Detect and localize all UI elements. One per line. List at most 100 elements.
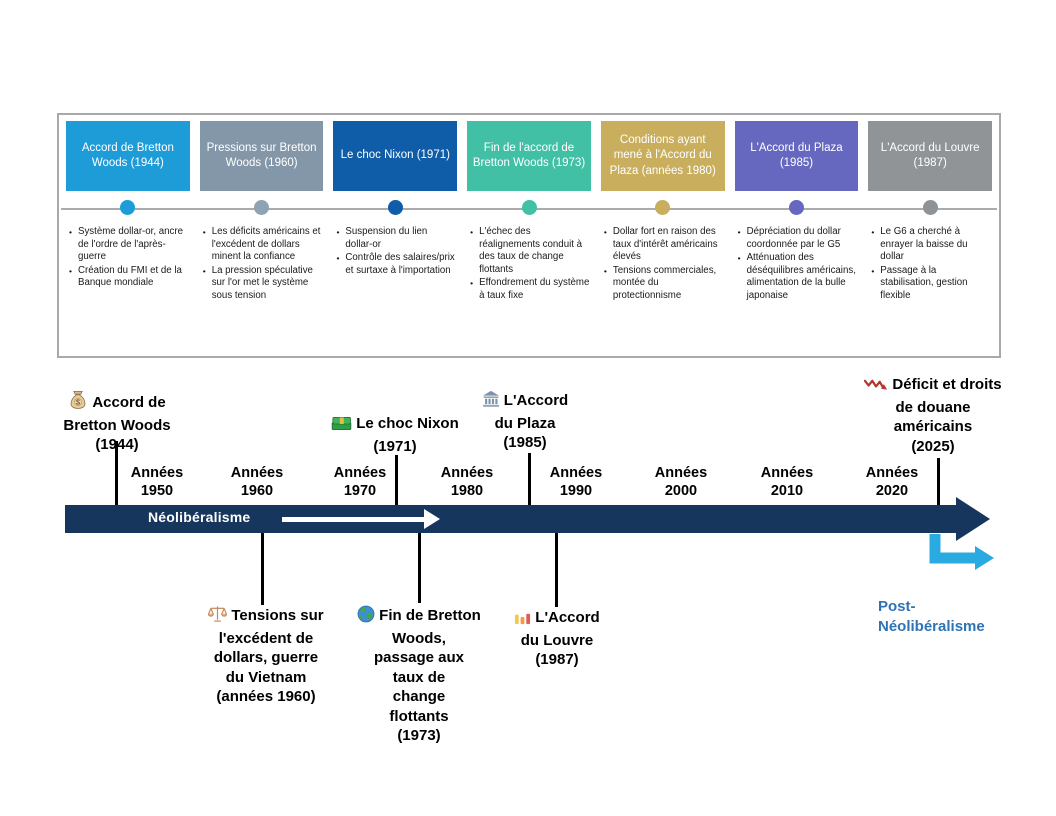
bullet-item: • Passage à la stabilisation, gestion fle… [871,265,991,303]
bullet-item: • Dollar fort en raison des taux d'intérê… [604,226,724,264]
milestone-dot [788,200,804,215]
event-below-accord-louvre-1987: L'Accord du Louvre (1987) [467,608,647,670]
decade-label-1970: Années 1970 [333,465,387,499]
bullet-marker: • [737,227,741,237]
decade-label-1960: Années 1960 [230,465,284,499]
column-header: Conditions ayant mené à l'Accord du Plaz… [600,121,725,191]
tick-1985 [528,453,531,505]
post-era-label: Post- Néolibéralisme [878,598,985,635]
bullet-marker: • [202,265,206,276]
decade-label-1980: Années 1980 [440,465,494,499]
bullet-marker: • [470,278,474,289]
event-label: Le choc Nixon (1971) [356,415,459,455]
event-label: L'Accord du Louvre (1987) [520,609,600,668]
event-above-bretton-woods-1944: $Accord de Bretton Woods (1944) [27,390,207,455]
svg-text:$: $ [76,398,81,407]
bullet-text: Dollar fort en raison des taux d'intérêt… [612,226,718,263]
tick-1987 [555,533,558,607]
decade-label-1990: Années 1990 [549,465,603,499]
neoliberalisme-era-bar [65,505,958,533]
bullet-marker: • [336,253,340,264]
tick-1971 [395,455,398,505]
bullet-marker: • [69,265,72,276]
bullet-marker: • [871,265,875,276]
bullet-text: Tensions commerciales, montée du protect… [612,264,717,302]
bullet-item: • La pression spéculative sur l'or met le… [203,265,323,303]
bullet-item: • Contrôle des salaires/prix et surtaxe à… [336,252,456,277]
bullet-marker: • [470,227,474,237]
bullet-text: Atténuation des déséquilibres américains… [746,252,856,302]
bullet-marker: • [737,253,741,264]
milestone-dot [387,200,403,215]
event-label: Tensions sur l'excédent de dollars, guer… [213,607,324,705]
bullet-text: Système dollar-or, ancre de l'ordre de l… [77,226,183,263]
era-label: Néolibéralisme [148,509,251,525]
bullet-item: • Dépréciation du dollar coordonnée par l… [738,226,858,251]
column-header: L'Accord du Plaza (1985) [734,121,859,191]
money-bag-icon: $ [68,390,88,416]
event-label: L'Accord du Plaza (1985) [494,392,569,451]
scales-icon [208,605,228,629]
milestone-dot [655,200,671,215]
event-below-tensions-1960s: Tensions sur l'excédent de dollars, guer… [176,605,356,707]
milestone-dot [120,200,136,215]
globe-icon [357,605,375,629]
red-zigzag-icon [864,378,888,398]
bullet-marker: • [603,265,607,276]
bullet-item: • Création du FMI et de la Banque mondial… [69,265,189,290]
bullet-item: • Effondrement du système à taux fixe [470,277,590,302]
era-bar-arrowhead-icon [956,497,990,541]
event-above-accord-plaza-1985: L'Accord du Plaza (1985) [435,390,615,453]
bullet-text: Dépréciation du dollar coordonnée par le… [746,226,841,250]
panel-column-conditions-plaza-1980: Conditions ayant mené à l'Accord du Plaz… [600,121,725,356]
post-era-elbow-arrow-icon [929,534,994,570]
bullet-item: • L'échec des réalignements conduit à des… [470,226,590,276]
decade-label-2020: Années 2020 [865,465,919,499]
column-header: Accord de Bretton Woods (1944) [66,121,190,191]
event-label: Déficit et droits de douane américains (… [892,376,1002,455]
era-arrow-shaft-icon [282,517,424,522]
bullet-text: Suspension du lien dollar-or [345,226,428,250]
event-above-choc-nixon-1971: Le choc Nixon (1971) [305,414,485,456]
column-header: L'Accord du Louvre (1987) [868,121,993,191]
event-above-deficit-douane-2025: Déficit et droits de douane américains (… [843,375,1023,456]
event-below-fin-bretton-woods-1973: Fin de Bretton Woods, passage aux taux d… [329,605,509,746]
column-header: Fin de l'accord de Bretton Woods (1973) [467,121,591,191]
column-header: Pressions sur Bretton Woods (1960) [199,121,324,191]
milestone-dot [922,200,938,215]
bretton-woods-history-panel: Accord de Bretton Woods (1944) • Système … [57,113,1001,358]
panel-column-bretton-woods-1944: Accord de Bretton Woods (1944) • Système … [66,121,190,356]
bullet-item: • Les déficits américains et l'excédent d… [203,226,323,264]
panel-column-accord-louvre-1987: L'Accord du Louvre (1987) • Le G6 a cherc… [868,121,993,356]
panel-column-fin-accord-1973: Fin de l'accord de Bretton Woods (1973) … [467,121,591,356]
milestone-dot [254,200,270,215]
bullet-text: Effondrement du système à taux fixe [479,277,590,302]
bullet-text: Création du FMI et de la Banque mondiale [77,264,182,289]
bullet-text: Contrôle des salaires/prix et surtaxe à … [345,252,455,276]
tick-1960s [261,533,264,605]
bullet-item: • Suspension du lien dollar-or [336,226,456,251]
panel-column-pressions-1960: Pressions sur Bretton Woods (1960) • Les … [199,121,324,356]
tick-1973 [418,533,421,603]
panel-column-choc-nixon-1971: Le choc Nixon (1971) • Suspension du lien… [333,121,458,356]
era-arrow-head-icon [424,509,440,529]
bullet-marker: • [69,227,72,237]
tick-1944 [115,441,118,505]
event-label: Accord de Bretton Woods (1944) [63,394,171,453]
bank-icon [482,390,500,414]
bullet-marker: • [336,227,340,237]
bullet-text: Passage à la stabilisation, gestion flex… [880,264,968,302]
tick-2025 [937,458,940,505]
bullet-item: • Le G6 a cherché à enrayer la baisse du … [871,226,991,264]
bullet-text: Les déficits américains et l'excédent de… [211,226,321,263]
bullet-marker: • [603,227,607,237]
bullet-marker: • [871,227,875,237]
bullet-text: Le G6 a cherché à enrayer la baisse du d… [880,226,968,263]
bullet-marker: • [202,227,206,237]
bullet-text: L'échec des réalignements conduit à des … [479,226,582,275]
bar-chart-icon [514,609,531,631]
decade-label-2010: Années 2010 [760,465,814,499]
column-header: Le choc Nixon (1971) [333,121,458,191]
bullet-text: La pression spéculative sur l'or met le … [211,264,313,302]
bullet-item: • Système dollar-or, ancre de l'ordre de … [69,226,189,264]
